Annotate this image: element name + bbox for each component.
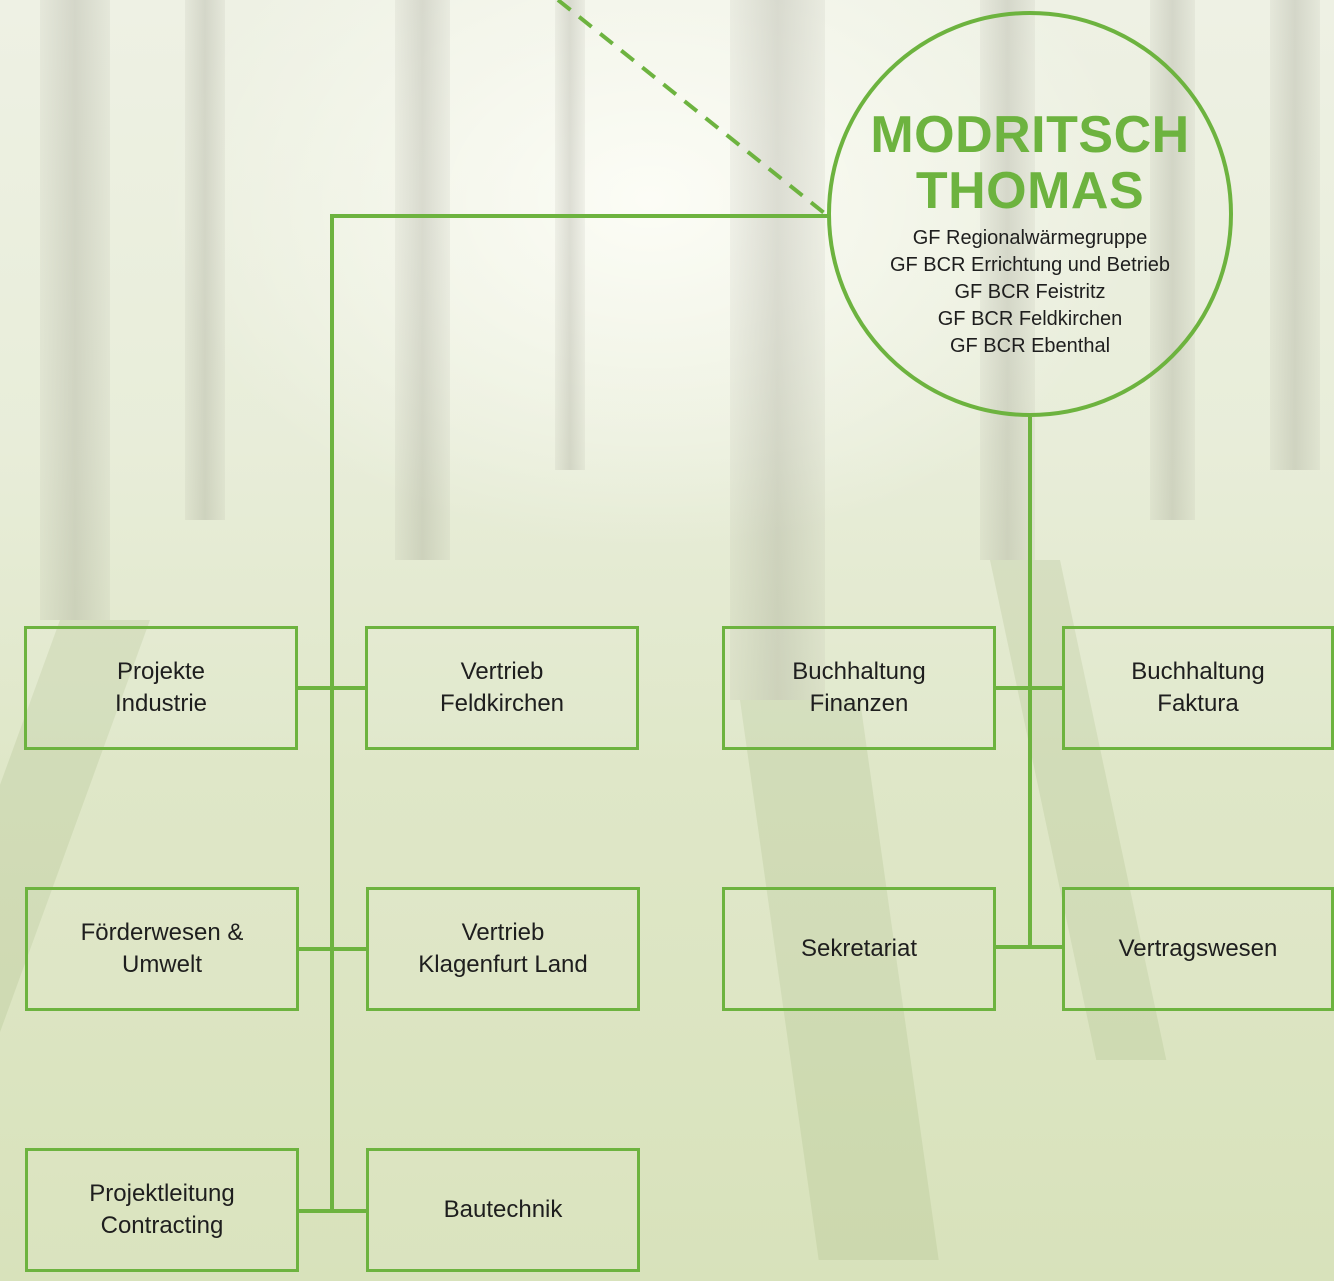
unit-box-buchhaltung-faktura: Buchhaltung Faktura [1062,626,1334,750]
head-node-circle: MODRITSCH THOMAS GF Regionalwärmegruppe … [827,11,1233,417]
unit-label: Projekte Industrie [114,658,208,717]
head-name: MODRITSCH THOMAS [870,106,1190,220]
unit-label: Bautechnik [443,1196,563,1223]
tree-trunk [40,0,110,620]
head-roles-list: GF Regionalwärmegruppe GF BCR Errichtung… [890,225,1170,360]
unit-label: Vertrieb Klagenfurt Land [418,919,588,978]
unit-box-buchhaltung-finanzen: Buchhaltung Finanzen [722,626,996,750]
unit-box-sekretariat: Sekretariat [722,887,996,1011]
unit-label: Sekretariat [800,935,918,962]
head-role: GF BCR Errichtung und Betrieb [889,254,1171,276]
unit-box-vertrieb-klagenfurt-land: Vertrieb Klagenfurt Land [366,887,640,1011]
head-role: GF Regionalwärmegruppe [912,227,1148,249]
unit-box-projektleitung-contracting: Projektleitung Contracting [25,1148,299,1272]
unit-box-vertragswesen: Vertragswesen [1062,887,1334,1011]
tree-trunk [185,0,225,520]
unit-box-vertrieb-feldkirchen: Vertrieb Feldkirchen [365,626,639,750]
unit-label: Buchhaltung Finanzen [792,658,926,717]
unit-box-foerderwesen-umwelt: Förderwesen & Umwelt [25,887,299,1011]
unit-label: Förderwesen & Umwelt [80,919,244,978]
tree-trunk [555,0,585,470]
unit-label: Vertrieb Feldkirchen [439,658,565,717]
unit-label: Projektleitung Contracting [89,1180,235,1239]
tree-trunk [730,0,825,700]
head-role: GF BCR Ebenthal [949,335,1111,357]
unit-label: Buchhaltung Faktura [1131,658,1265,717]
head-role: GF BCR Feldkirchen [937,308,1123,330]
tree-trunk [1270,0,1320,470]
head-role: GF BCR Feistritz [954,281,1106,303]
unit-label: Vertragswesen [1118,935,1278,962]
tree-trunk [395,0,450,560]
unit-box-bautechnik: Bautechnik [366,1148,640,1272]
unit-box-projekte-industrie: Projekte Industrie [24,626,298,750]
dashed-connector [556,0,830,218]
